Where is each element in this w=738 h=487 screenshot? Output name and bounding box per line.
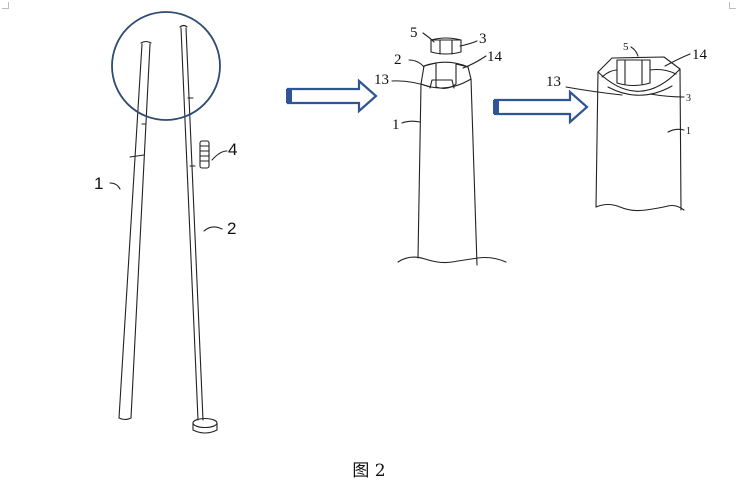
- leader-mid-1: [401, 120, 421, 124]
- leader-4: [211, 150, 228, 161]
- middle-view: [391, 32, 507, 266]
- labels: 1 2 4 5 3 2 14 13 1 5 14 13 3 1: [94, 25, 708, 238]
- arrow-2-tail: [493, 100, 499, 114]
- arrow-1-tail: [286, 89, 292, 103]
- detail-circle: [111, 11, 221, 121]
- inner-rod: [179, 24, 218, 434]
- leader-right-5: [630, 46, 639, 57]
- arrow-right-1: [286, 78, 378, 114]
- outer-shaft: [118, 40, 152, 421]
- right-view: [565, 46, 691, 212]
- leader-right-14: [664, 53, 691, 67]
- leader-right-1: [667, 128, 685, 133]
- label-right-13: 13: [546, 74, 561, 90]
- arrows: [286, 78, 589, 125]
- label-4: 4: [228, 140, 237, 159]
- label-2: 2: [227, 219, 236, 238]
- page-corner-mark-right: [729, 2, 736, 9]
- label-mid-2: 2: [394, 52, 402, 68]
- label-mid-14: 14: [487, 49, 503, 65]
- label-right-3: 3: [686, 93, 691, 104]
- leader-right-13: [565, 86, 623, 96]
- spring: [199, 140, 210, 169]
- label-1: 1: [94, 174, 103, 193]
- arrow-right-2: [493, 89, 589, 125]
- figure-caption: 图 2: [352, 461, 386, 481]
- leader-mid-14: [462, 55, 487, 69]
- left-view: [109, 24, 228, 434]
- leader-mid-2: [408, 59, 425, 68]
- label-right-5: 5: [623, 41, 629, 53]
- label-mid-1: 1: [392, 117, 400, 133]
- page-corner-mark-left: [2, 2, 9, 9]
- leader-mid-13: [391, 80, 431, 88]
- leader-2: [203, 226, 223, 232]
- label-right-1: 1: [686, 126, 691, 137]
- leader-right-3: [649, 93, 685, 98]
- leader-mid-3: [459, 40, 478, 47]
- label-mid-13: 13: [374, 72, 389, 88]
- label-right-14: 14: [692, 47, 708, 63]
- leader-mid-5: [422, 32, 435, 43]
- leader-1: [109, 182, 121, 190]
- label-mid-5: 5: [410, 25, 418, 41]
- label-mid-3: 3: [479, 31, 487, 47]
